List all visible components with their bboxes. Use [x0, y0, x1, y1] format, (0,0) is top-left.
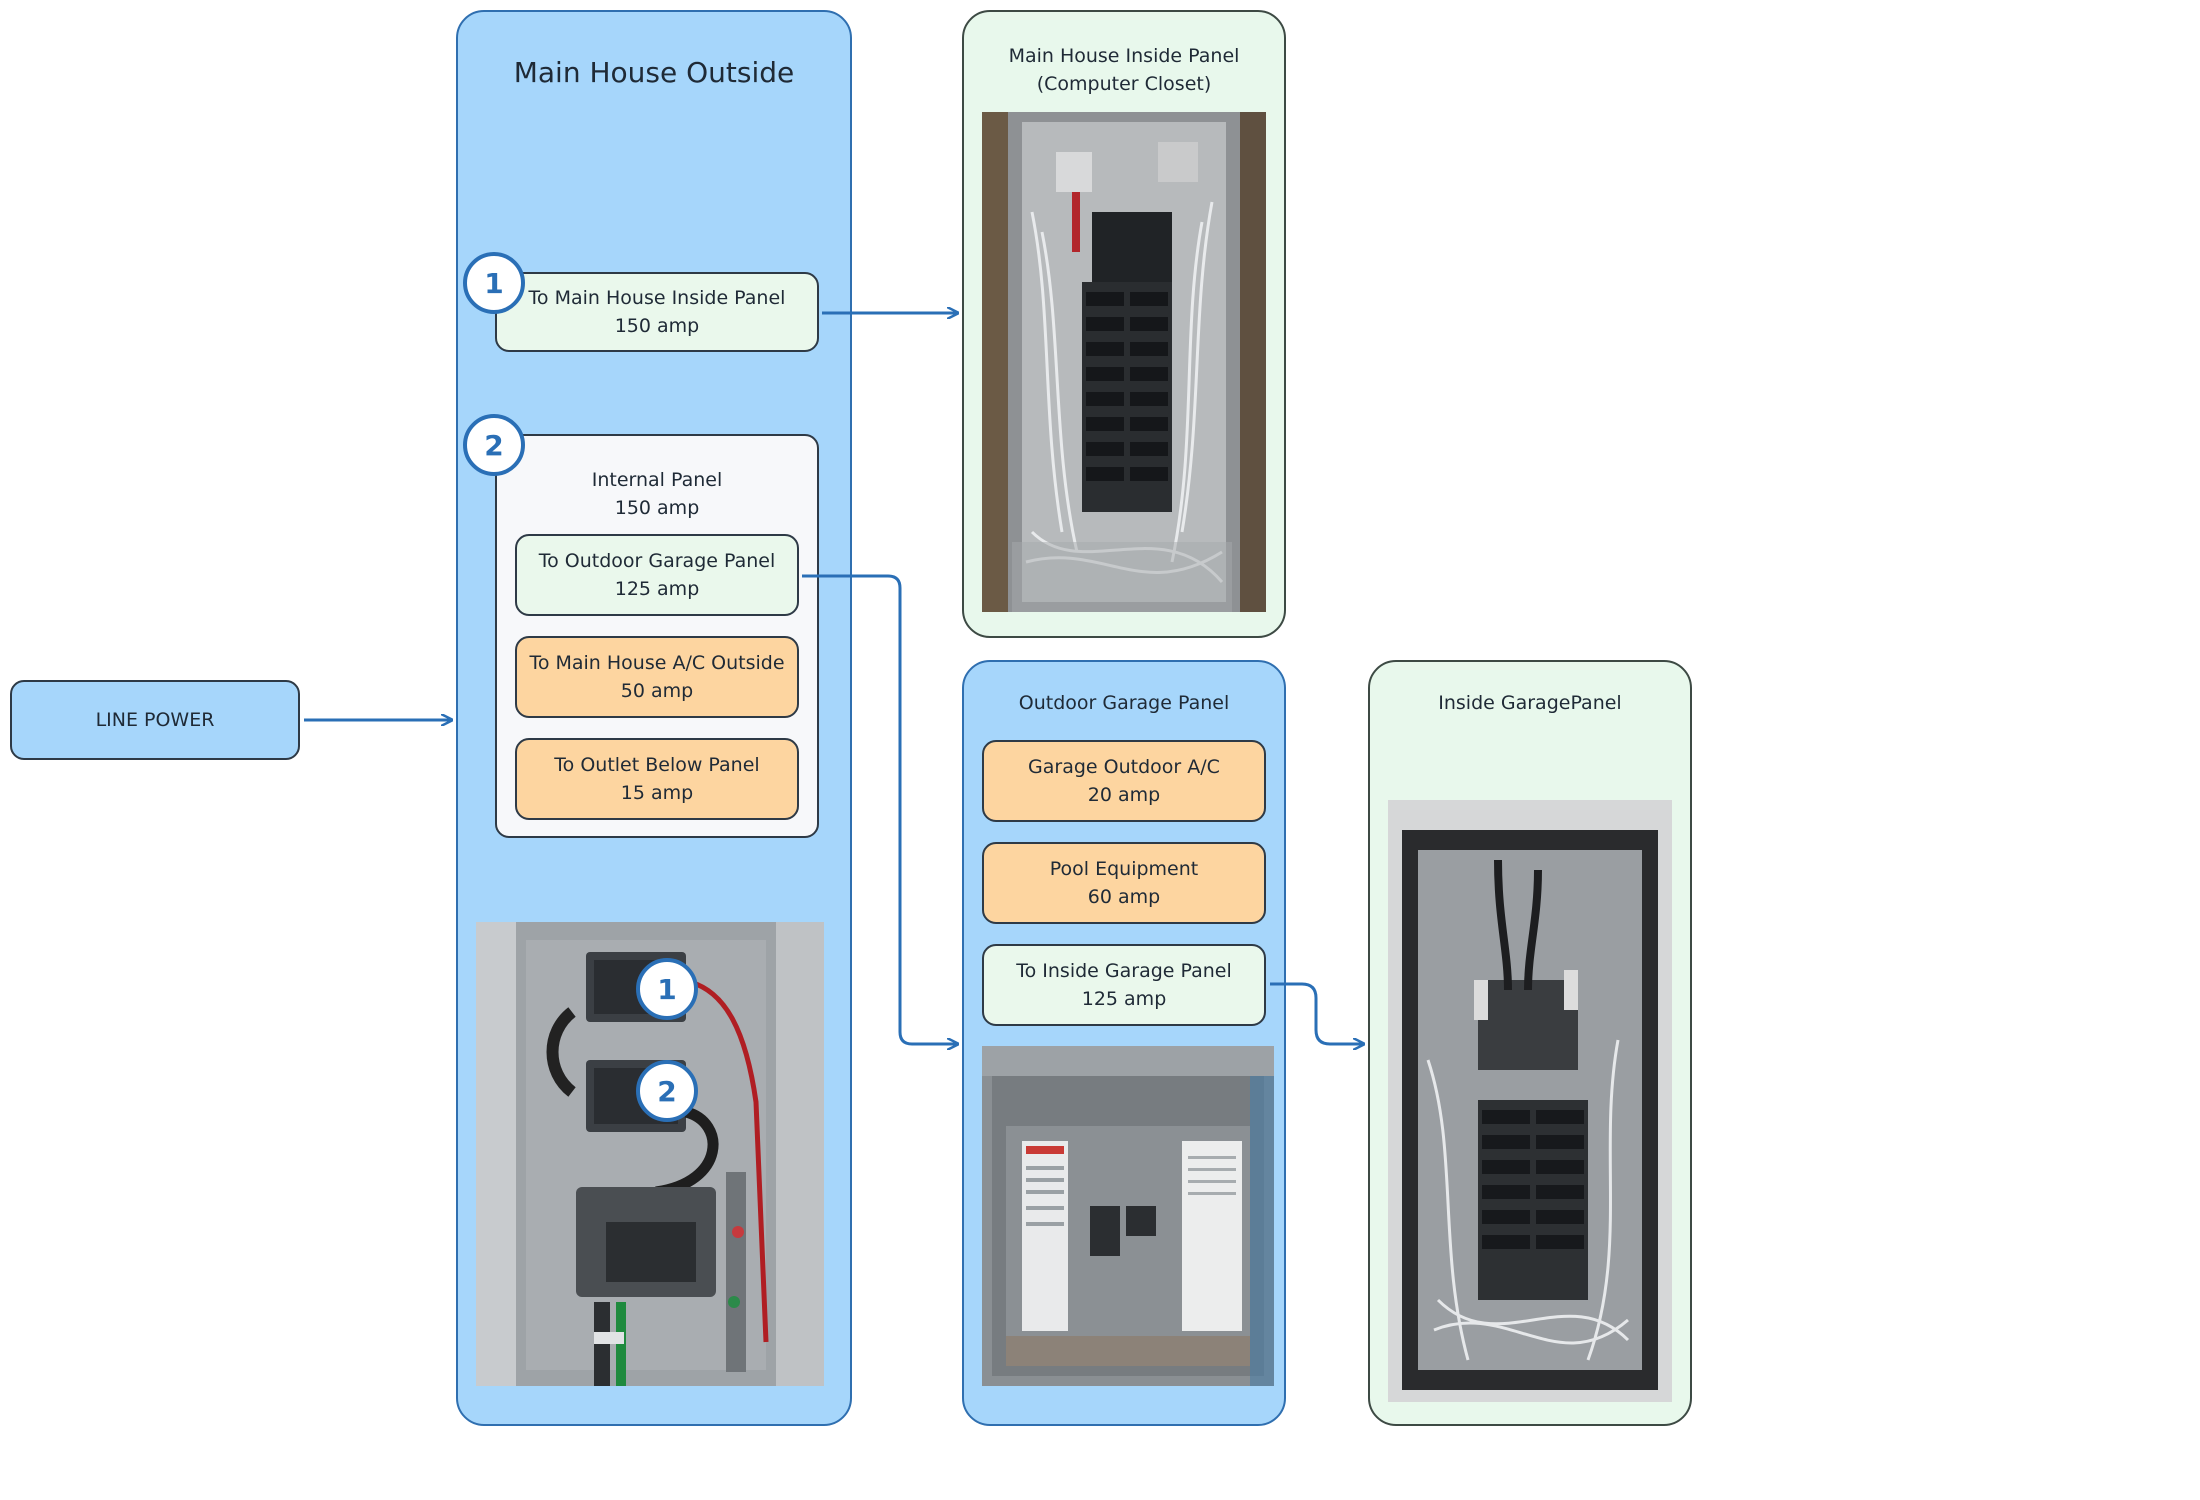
photo-badge-1: 1 [636, 958, 698, 1020]
badge-2: 2 [463, 414, 525, 476]
internal-panel-label: Internal Panel [591, 469, 723, 491]
main-house-inside-panel-title: Main House Inside Panel (Computer Closet… [964, 42, 1284, 98]
breaker-inside-garage-node[interactable]: To Inside Garage Panel 125 amp [982, 944, 1266, 1026]
breaker-outlet-label: To Outlet Below Panel [554, 754, 760, 776]
outdoor-garage-panel-title: Outdoor Garage Panel [1018, 692, 1230, 714]
breaker-pool-amps: 60 amp [1087, 886, 1161, 908]
breaker-inside-garage-amps: 125 amp [1081, 988, 1167, 1010]
breaker-outlet-amps: 15 amp [620, 782, 694, 804]
breaker-garage-ac-node[interactable]: Garage Outdoor A/C 20 amp [982, 740, 1266, 822]
badge-1: 1 [463, 252, 525, 314]
breaker-outdoor-garage-amps: 125 amp [614, 578, 700, 600]
internal-panel-amps: 150 amp [614, 497, 700, 519]
feed-main-house-inside-label: To Main House Inside Panel [528, 287, 786, 309]
main-house-inside-panel-photo-art [982, 112, 1266, 612]
line-power-label: LINE POWER [95, 709, 215, 731]
main-house-inside-panel-photo [982, 112, 1266, 612]
line-power-node[interactable]: LINE POWER [10, 680, 300, 760]
outdoor-garage-panel-photo-art [982, 1046, 1274, 1386]
main-house-outside-title: Main House Outside [513, 56, 795, 89]
internal-panel-title: Internal Panel 150 amp [495, 466, 819, 522]
inside-garage-panel-photo [1388, 800, 1672, 1402]
breaker-outlet-node[interactable]: To Outlet Below Panel 15 amp [515, 738, 799, 820]
main-house-inside-panel-title-line2: (Computer Closet) [1036, 73, 1212, 95]
inside-garage-panel-title: Inside GaragePanel [1438, 692, 1622, 714]
breaker-garage-ac-label: Garage Outdoor A/C [1028, 756, 1220, 778]
breaker-main-ac-node[interactable]: To Main House A/C Outside 50 amp [515, 636, 799, 718]
breaker-main-ac-label: To Main House A/C Outside [529, 652, 785, 674]
main-house-inside-panel-title-line1: Main House Inside Panel [1008, 45, 1240, 67]
inside-garage-panel-photo-art [1388, 800, 1672, 1402]
breaker-outdoor-garage-label: To Outdoor Garage Panel [538, 550, 776, 572]
breaker-garage-ac-amps: 20 amp [1087, 784, 1161, 806]
photo-badge-2: 2 [636, 1060, 698, 1122]
feed-main-house-inside-amps: 150 amp [614, 315, 700, 337]
feed-main-house-inside-node[interactable]: To Main House Inside Panel 150 amp [495, 272, 819, 352]
breaker-outdoor-garage-node[interactable]: To Outdoor Garage Panel 125 amp [515, 534, 799, 616]
breaker-pool-node[interactable]: Pool Equipment 60 amp [982, 842, 1266, 924]
breaker-inside-garage-label: To Inside Garage Panel [1016, 960, 1232, 982]
breaker-pool-label: Pool Equipment [1049, 858, 1199, 880]
outdoor-garage-panel-photo [982, 1046, 1274, 1386]
breaker-main-ac-amps: 50 amp [620, 680, 694, 702]
